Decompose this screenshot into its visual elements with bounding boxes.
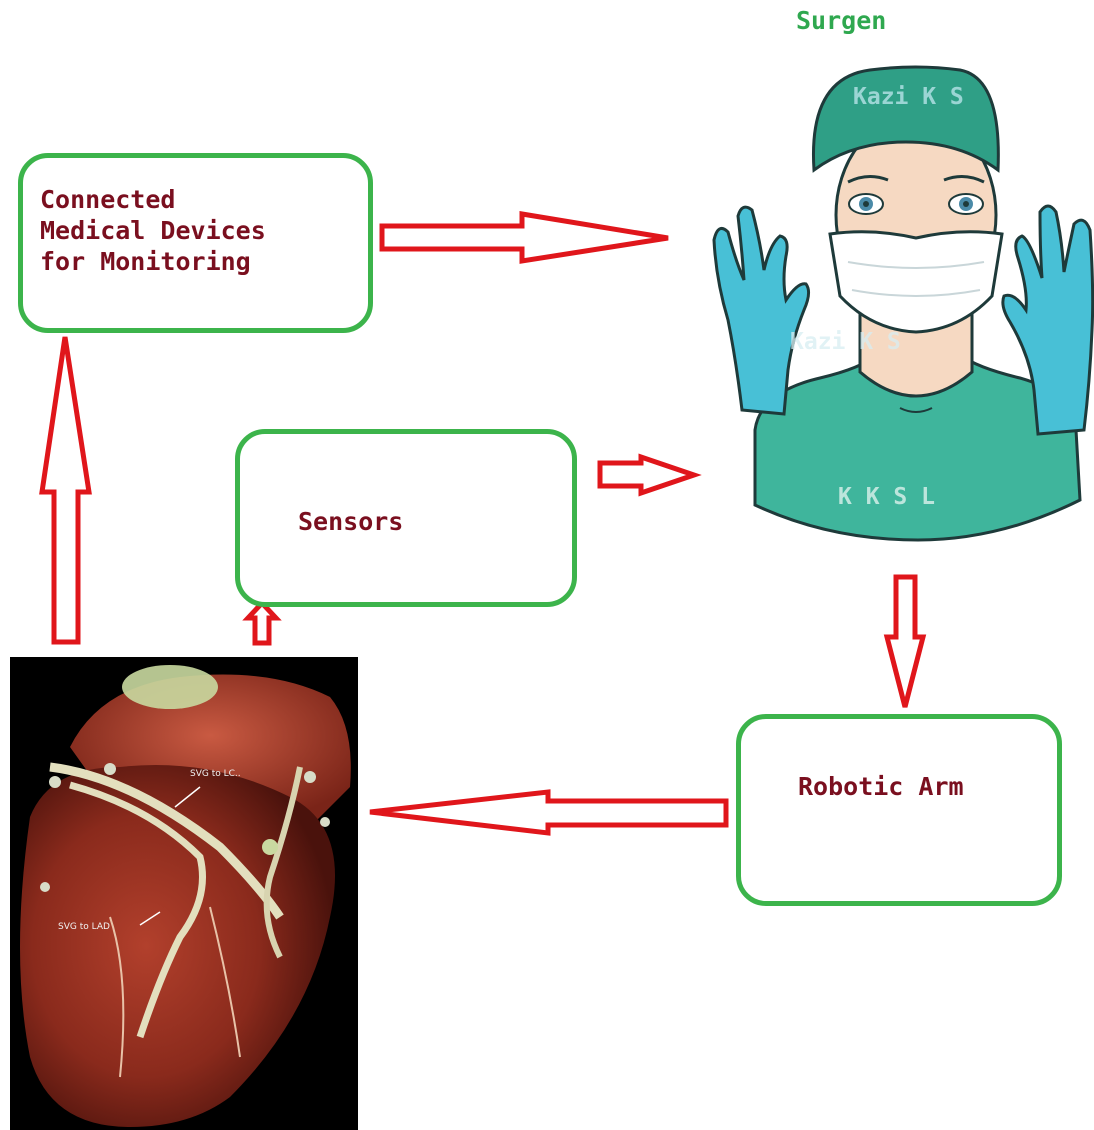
surgeon-left-glove bbox=[714, 207, 809, 414]
watermark-cap: Kazi K S bbox=[853, 84, 964, 110]
heart-scan-image: SVG to LC.. SVG to LAD bbox=[10, 657, 358, 1130]
surgeon-mask bbox=[830, 232, 1002, 332]
heart-tag-left: SVG to LAD bbox=[58, 922, 110, 932]
watermark-chin: Kazi K S bbox=[790, 329, 901, 355]
heart-tag-top: SVG to LC.. bbox=[190, 769, 241, 779]
heart-illustration bbox=[10, 657, 358, 1130]
watermark-gown: K K S L bbox=[838, 484, 935, 510]
